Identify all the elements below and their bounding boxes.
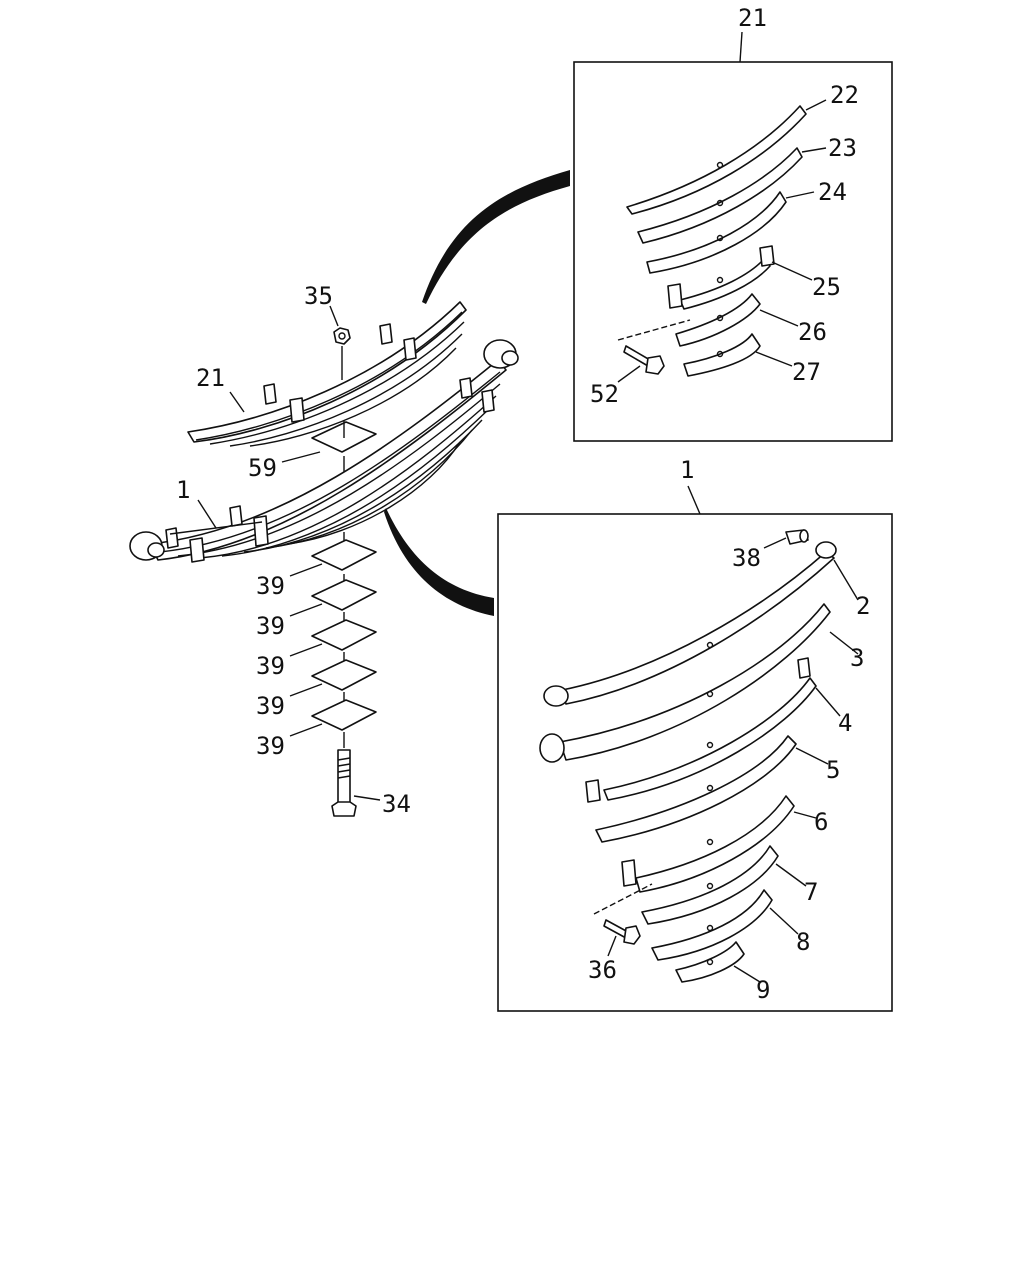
leader-1-top	[687, 485, 701, 515]
leader-9	[733, 965, 761, 983]
callout-39-b: 39	[256, 612, 285, 640]
leader-27	[755, 351, 793, 367]
main-spring-1	[129, 339, 519, 563]
detail-box-21: 21 22 23 24 25	[573, 4, 893, 442]
leaf-25-with-clip	[667, 245, 775, 310]
leader-39-e	[289, 723, 323, 737]
callout-25: 25	[812, 273, 841, 301]
leader-5	[795, 747, 829, 765]
leader-39-b	[289, 603, 323, 617]
detail-frame-21	[573, 61, 893, 442]
leaf-23	[637, 147, 803, 244]
callout-22: 22	[830, 81, 859, 109]
spacer-39-b	[311, 574, 377, 611]
leader-21-top	[739, 31, 743, 63]
leaf-4-with-clips	[585, 657, 817, 803]
spacer-39-d	[311, 652, 377, 691]
leader-35	[329, 305, 339, 327]
callout-4: 4	[838, 709, 852, 737]
leader-24	[785, 191, 815, 199]
callout-1-top: 1	[680, 456, 694, 484]
callout-38: 38	[732, 544, 761, 572]
bolt-36	[593, 883, 653, 945]
callout-39-c: 39	[256, 652, 285, 680]
leader-22	[805, 99, 827, 111]
leader-4	[815, 687, 841, 717]
leaf-22	[626, 105, 807, 215]
leader-34	[353, 795, 381, 801]
leader-59	[281, 451, 321, 463]
callout-59: 59	[248, 454, 277, 482]
leaf-7	[641, 845, 779, 925]
callout-34: 34	[382, 790, 411, 818]
spacer-39-a	[311, 532, 377, 571]
callout-23: 23	[828, 134, 857, 162]
callout-52: 52	[590, 380, 619, 408]
leader-52	[617, 365, 641, 383]
callout-21-left: 21	[196, 364, 225, 392]
detail-link-arc-21	[422, 170, 570, 304]
leader-3	[829, 631, 859, 655]
callout-39-e: 39	[256, 732, 285, 760]
leader-8	[769, 907, 799, 935]
callout-26: 26	[798, 318, 827, 346]
leader-38	[763, 537, 787, 549]
callout-24: 24	[818, 178, 847, 206]
leader-23	[801, 147, 827, 153]
nut-35	[333, 327, 351, 380]
center-bolt-34	[331, 732, 357, 817]
leader-21-left	[229, 391, 245, 413]
callout-39-d: 39	[256, 692, 285, 720]
leaf-5	[595, 735, 797, 843]
leaf-26	[675, 293, 761, 347]
callout-27: 27	[792, 358, 821, 386]
helper-spring-21	[187, 301, 467, 447]
callout-6: 6	[814, 808, 828, 836]
leaf-9	[675, 941, 745, 983]
callout-21-top: 21	[738, 4, 767, 32]
leader-39-d	[289, 683, 323, 697]
detail-frame-1	[497, 513, 893, 1012]
leader-39-c	[289, 643, 323, 657]
callout-35: 35	[304, 282, 333, 310]
leaf-27	[683, 333, 761, 377]
callout-1-left: 1	[176, 476, 190, 504]
leaf-2	[543, 541, 837, 707]
leaf-8	[651, 889, 773, 961]
leader-39-a	[289, 563, 323, 577]
leader-25	[771, 261, 813, 281]
spacer-39-c	[311, 612, 377, 651]
callout-9: 9	[756, 976, 770, 1004]
leader-26	[759, 309, 799, 327]
callout-7: 7	[804, 878, 818, 906]
leaf-24	[646, 191, 787, 274]
detail-link-arc-1	[384, 508, 494, 616]
callout-39-a: 39	[256, 572, 285, 600]
leader-7	[775, 863, 807, 887]
bolt-52	[617, 319, 691, 375]
callout-36: 36	[588, 956, 617, 984]
leader-2	[833, 559, 859, 601]
leader-1-left	[197, 499, 217, 529]
leader-6	[793, 811, 817, 819]
leaf-6-with-clip	[621, 795, 795, 893]
leader-36	[607, 935, 617, 957]
callout-3: 3	[850, 644, 864, 672]
callout-2: 2	[856, 592, 870, 620]
callout-5: 5	[826, 756, 840, 784]
spacer-39-e	[311, 692, 377, 731]
leaf-3	[539, 603, 831, 763]
pin-38	[785, 529, 809, 545]
callout-8: 8	[796, 928, 810, 956]
detail-box-1: 1 38 2 3	[497, 456, 893, 1012]
